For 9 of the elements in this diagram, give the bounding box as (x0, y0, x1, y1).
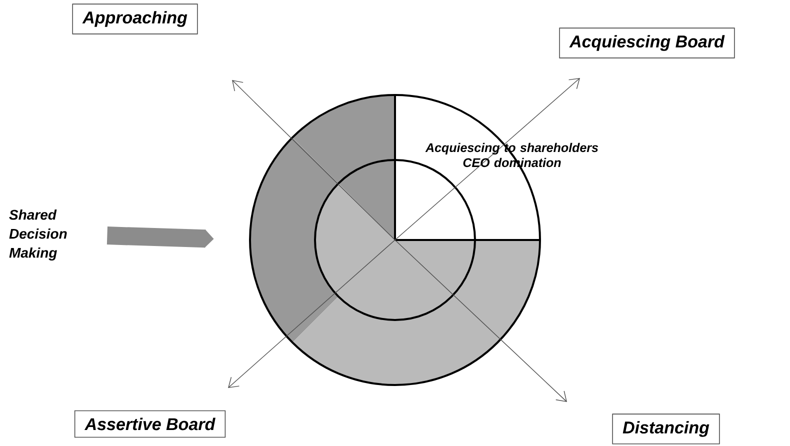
arrow (232, 80, 396, 240)
arrow (394, 78, 580, 240)
label-box: Distancing (612, 414, 720, 444)
label-box: Approaching (72, 4, 198, 34)
label-box: Acquiescing Board (559, 28, 735, 58)
label-text: Shared Decision Making (9, 209, 67, 260)
label-box: Assertive Board (74, 410, 226, 438)
arrow (228, 240, 396, 388)
arrow (394, 240, 567, 402)
